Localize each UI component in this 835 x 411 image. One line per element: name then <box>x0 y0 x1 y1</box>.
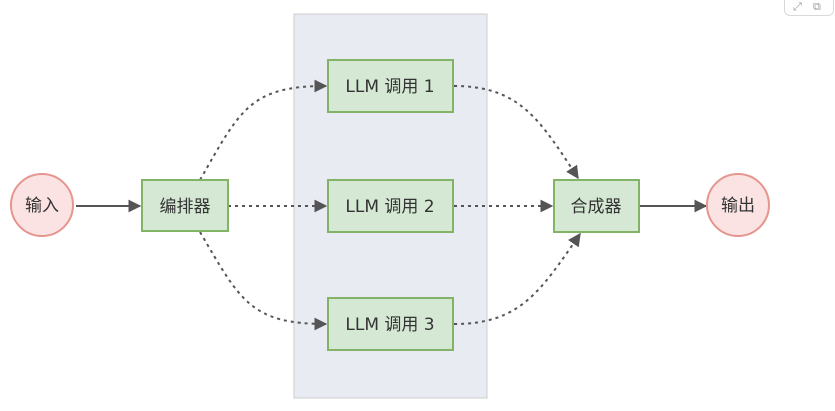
copy-icon[interactable]: ⧉ <box>813 0 821 13</box>
node-llm1: LLM 调用 1 <box>327 59 454 113</box>
node-output: 输出 <box>706 173 770 237</box>
edge-llm3-synthesizer <box>453 232 581 325</box>
node-llm3-label: LLM 调用 3 <box>345 315 434 335</box>
node-synthesizer: 合成器 <box>553 179 640 233</box>
node-orchestrator-label: 编排器 <box>160 197 211 217</box>
node-llm3: LLM 调用 3 <box>327 297 454 351</box>
diagram-toolbar: ⤢ ⧉ <box>784 0 834 16</box>
node-llm2-label: LLM 调用 2 <box>345 197 434 217</box>
node-input-label: 输入 <box>25 196 59 216</box>
node-output-label: 输出 <box>721 196 755 216</box>
node-synthesizer-label: 合成器 <box>571 197 622 217</box>
edge-llm1-synthesizer <box>453 85 579 180</box>
node-llm1-label: LLM 调用 1 <box>345 77 434 97</box>
node-input: 输入 <box>10 173 74 237</box>
expand-icon[interactable]: ⤢ <box>793 0 802 13</box>
node-llm2: LLM 调用 2 <box>327 179 454 233</box>
node-orchestrator: 编排器 <box>141 179 229 232</box>
